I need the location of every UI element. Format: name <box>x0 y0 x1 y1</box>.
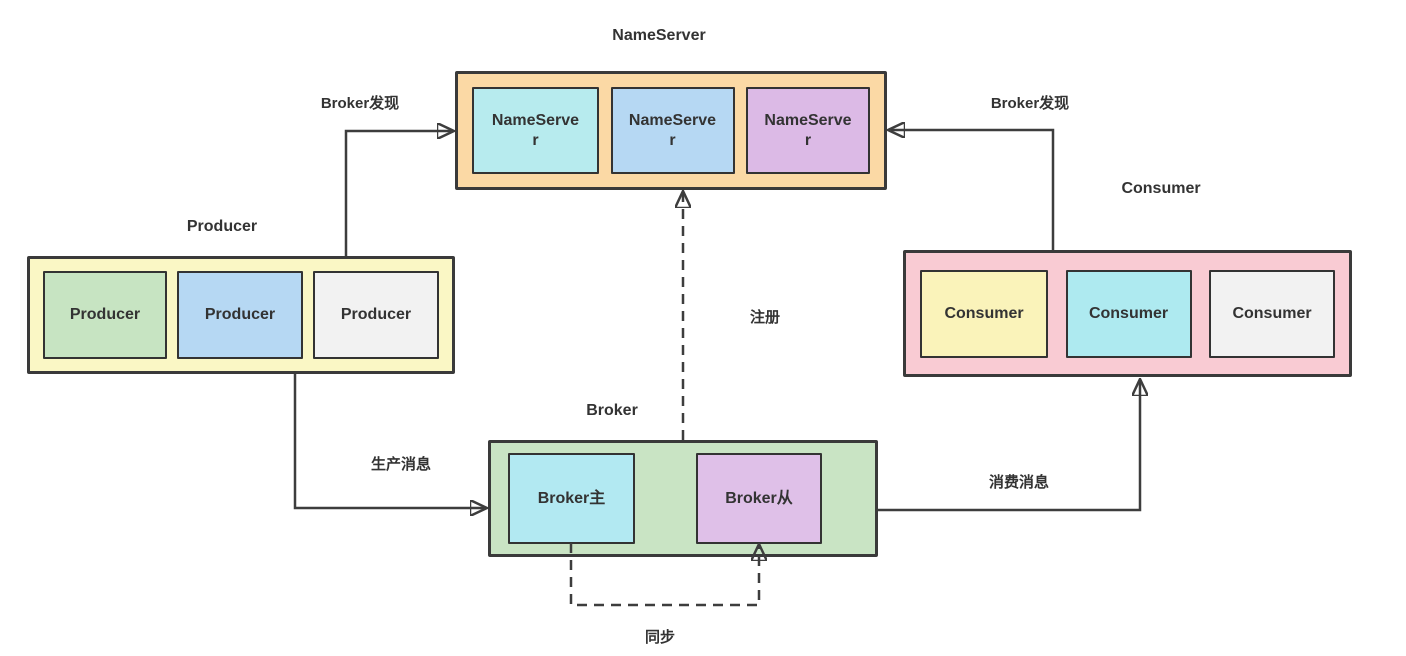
nameserver-node-1: NameServer <box>472 87 599 174</box>
broker-slave-node: Broker从 <box>696 453 822 544</box>
edge-label-produce-message: 生产消息 <box>370 456 432 473</box>
edge-label-sync: 同步 <box>644 629 676 646</box>
producer-cluster-title: Producer <box>186 218 258 235</box>
edge-label-broker-discovery-right: Broker发现 <box>990 95 1070 112</box>
nameserver-node-2: NameServer <box>610 87 735 174</box>
producer-node-3-label: Producer <box>340 306 412 323</box>
broker-cluster-title: Broker <box>586 402 638 419</box>
broker-master-label: Broker主 <box>537 489 606 507</box>
nameserver-cluster-title: NameServer <box>612 27 706 44</box>
consumer-node-2-label: Consumer <box>1088 304 1169 322</box>
nameserver-node-3-label: NameServer <box>764 111 852 149</box>
broker-slave-label: Broker从 <box>725 489 793 507</box>
producer-node-3: Producer <box>313 271 439 359</box>
nameserver-node-2-label: NameServer <box>628 111 717 149</box>
producer-node-2-label: Producer <box>204 306 276 323</box>
broker-master-node: Broker主 <box>508 453 635 544</box>
producer-cluster-container: Producer Producer Producer <box>27 256 455 374</box>
consumer-node-3-label: Consumer <box>1232 304 1312 322</box>
consumer-node-1-label: Consumer <box>944 304 1024 322</box>
arrow-producer-to-broker <box>293 374 484 508</box>
producer-node-1-label: Producer <box>69 306 141 323</box>
nameserver-node-1-label: NameServer <box>491 111 580 149</box>
edge-label-consume-message: 消费消息 <box>988 474 1050 491</box>
producer-node-1: Producer <box>43 271 167 359</box>
producer-node-2: Producer <box>177 271 303 359</box>
nameserver-cluster-container: NameServer NameServer NameServer <box>455 71 887 190</box>
consumer-node-3: Consumer <box>1209 269 1335 358</box>
consumer-cluster-container: Consumer Consumer Consumer <box>903 250 1352 377</box>
nameserver-node-3: NameServer <box>746 87 870 174</box>
edge-label-register: 注册 <box>749 309 781 326</box>
arrow-consumer-to-nameserver <box>891 130 1055 250</box>
consumer-cluster-title: Consumer <box>1121 180 1201 197</box>
consumer-node-2: Consumer <box>1065 269 1192 358</box>
consumer-node-1: Consumer <box>920 269 1048 358</box>
arrow-producer-to-nameserver <box>344 131 451 256</box>
broker-cluster-container: Broker主 Broker从 <box>488 440 878 557</box>
edge-label-broker-discovery-left: Broker发现 <box>320 95 400 112</box>
